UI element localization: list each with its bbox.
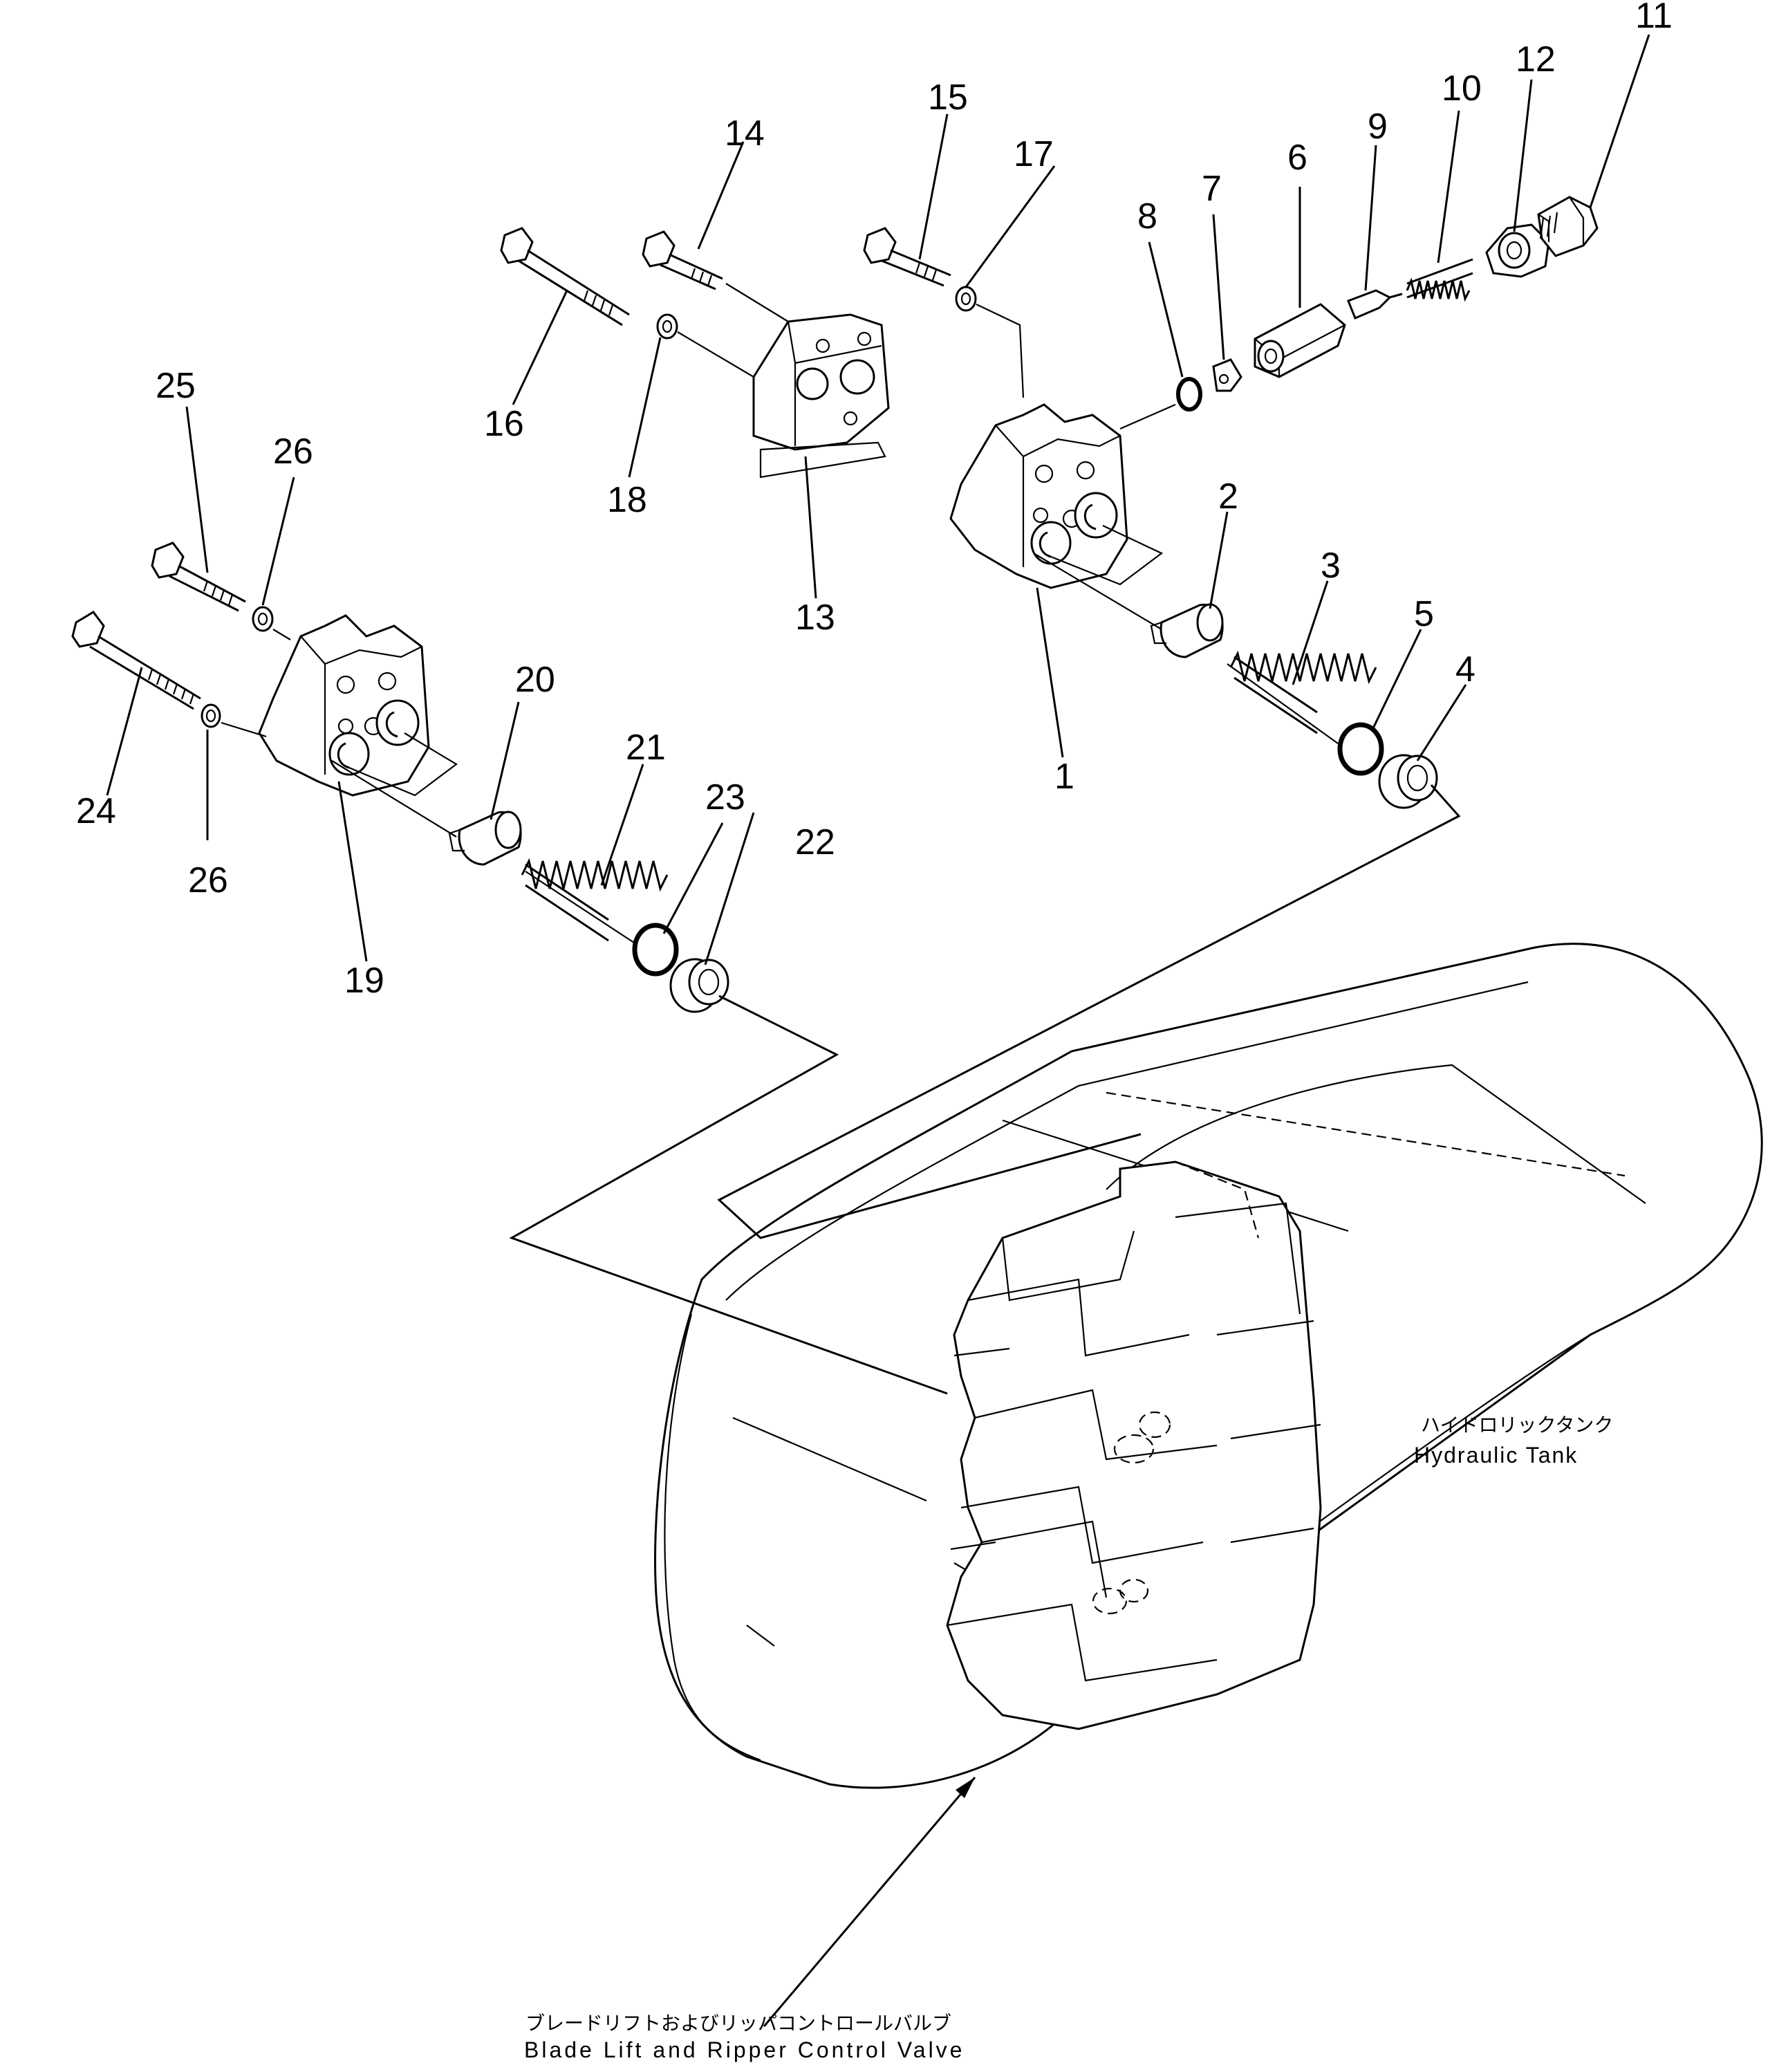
valve-body-19 <box>258 614 458 797</box>
callout-16: 16 <box>484 404 524 444</box>
callout-5: 5 <box>1414 594 1434 634</box>
valve-label-en: Blade Lift and Ripper Control Valve <box>524 2037 965 2062</box>
valve-body-1 <box>949 403 1164 589</box>
bolt-25 <box>151 542 246 612</box>
callout-7: 7 <box>1202 169 1222 209</box>
callout-20: 20 <box>515 660 555 700</box>
callout-6: 6 <box>1287 138 1307 178</box>
spring-21 <box>521 858 669 942</box>
control-valve <box>946 1160 1322 1730</box>
seat-7 <box>1212 358 1242 392</box>
o-ring-8 <box>1176 377 1202 411</box>
washer-26-lower <box>201 703 221 728</box>
callout-1: 1 <box>1054 757 1074 797</box>
callout-15: 15 <box>928 77 968 118</box>
callout-8: 8 <box>1137 196 1157 237</box>
bolt-14 <box>642 230 723 290</box>
callout-2: 2 <box>1218 477 1238 517</box>
callout-25: 25 <box>156 366 196 406</box>
plug-4 <box>1378 754 1438 809</box>
bolt-24 <box>71 611 201 710</box>
callout-9: 9 <box>1368 107 1388 147</box>
callout-11: 11 <box>1635 0 1673 36</box>
callout-13: 13 <box>795 598 835 638</box>
callout-19: 19 <box>344 961 384 1001</box>
callout-23: 23 <box>705 777 745 817</box>
spool-20 <box>448 811 522 866</box>
callout-leaders <box>106 34 1650 2027</box>
callout-14: 14 <box>725 113 765 154</box>
callout-22: 22 <box>795 822 835 862</box>
callout-3: 3 <box>1321 546 1341 586</box>
washer-26-upper <box>252 606 274 632</box>
sleeve-6 <box>1254 303 1346 378</box>
valve-label: ブレードリフトおよびリッパコントロールバルブ Blade Lift and Ri… <box>524 2013 965 2062</box>
tank-label-jp: ハイドロリックタンク <box>1421 1414 1613 1436</box>
o-ring-23 <box>632 923 679 977</box>
o-ring-5 <box>1337 722 1384 776</box>
callout-18: 18 <box>607 480 647 520</box>
callout-24: 24 <box>76 791 116 831</box>
bolt-15 <box>863 227 951 287</box>
washer-17 <box>955 286 977 312</box>
plug-22 <box>669 958 729 1013</box>
callout-26-upper: 26 <box>273 432 313 472</box>
callout-26-lower: 26 <box>188 860 228 900</box>
callout-17: 17 <box>1014 134 1054 174</box>
callout-21: 21 <box>626 728 666 768</box>
tank-label-en: Hydraulic Tank <box>1414 1443 1578 1468</box>
cover-13 <box>677 283 890 479</box>
poppet-9 <box>1347 289 1403 320</box>
tank-label: ハイドロリックタンク Hydraulic Tank <box>1414 1414 1613 1468</box>
spring-10 <box>1406 258 1473 302</box>
valve-label-jp: ブレードリフトおよびリッパコントロールバルブ <box>525 2013 951 2034</box>
washer-18 <box>656 313 678 340</box>
callout-12: 12 <box>1516 39 1556 80</box>
callout-4: 4 <box>1455 649 1475 690</box>
plug-11 <box>1537 196 1599 257</box>
spool-2 <box>1150 603 1224 658</box>
callout-numbers: 1 2 3 4 5 6 7 8 9 10 11 12 13 14 15 16 1… <box>76 0 1673 1001</box>
callout-10: 10 <box>1442 68 1482 109</box>
spring-3 <box>1229 650 1377 734</box>
bolt-16 <box>500 227 630 326</box>
nut-12 <box>1485 223 1550 278</box>
